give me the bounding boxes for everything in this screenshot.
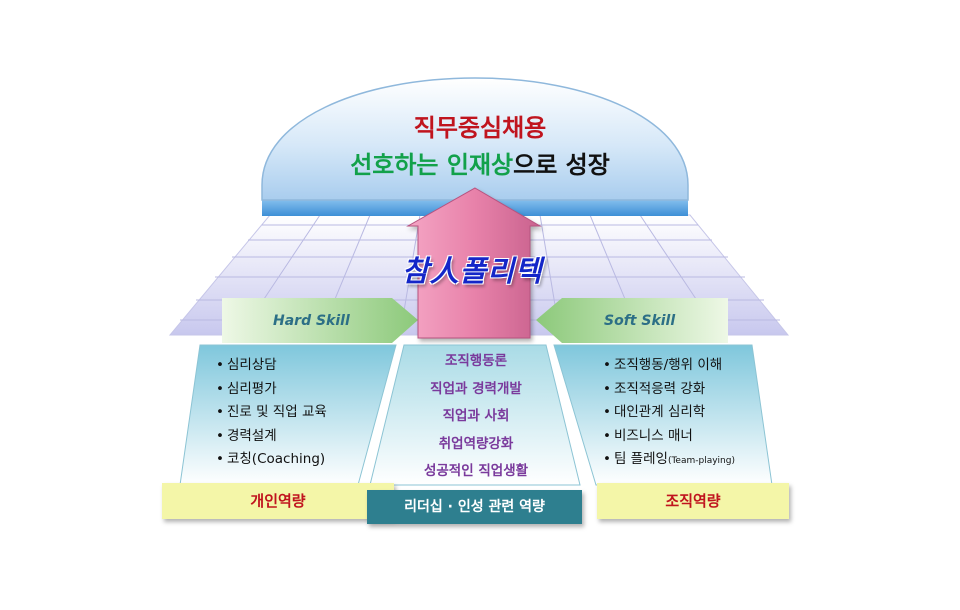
right-label: 조직역량	[665, 492, 721, 510]
list-item: •조직행동/행위 이해	[603, 354, 735, 378]
center-label: 리더십 · 인성 관련 역량	[404, 499, 545, 515]
list-item: •팀 플레잉(Team-playing)	[603, 448, 735, 472]
center-label-box	[367, 490, 582, 524]
list-item: 취업역량강화	[438, 435, 514, 452]
bullet: •	[216, 427, 224, 444]
bullet: •	[603, 404, 611, 420]
list-item: •조직적응력 강화	[603, 378, 735, 402]
bullet: •	[603, 427, 611, 444]
bullet: •	[216, 357, 224, 373]
list-item: 성공적인 직업생활	[423, 463, 529, 479]
list-item: 직업과 경력개발	[430, 380, 522, 397]
list-item: •심리상담	[216, 354, 327, 378]
list-item-text: 심리상담	[226, 357, 277, 373]
dome-title-green-1: 선호하는	[350, 151, 439, 179]
bullet: •	[603, 451, 611, 467]
bullet: •	[216, 404, 224, 420]
hard-skill-label: Hard Skill	[273, 313, 350, 329]
growth-up-arrow	[406, 187, 542, 339]
center-skill-list: 조직행동론 직업과 경력개발 직업과 사회 취업역량강화 성공적인 직업생활	[398, 348, 554, 486]
list-item: •심리평가	[216, 378, 327, 402]
list-item-small-text: (Team-playing)	[667, 456, 735, 466]
list-item-text: 대인관계 심리학	[613, 404, 706, 420]
list-item-text: 경력설계	[226, 427, 277, 444]
right-skill-list: •조직행동/행위 이해 •조직적응력 강화 •대인관계 심리학 •비즈니스 매너…	[603, 354, 735, 472]
left-label: 개인역량	[250, 492, 306, 510]
bullet: •	[216, 451, 224, 467]
dome-title-black: 으로 성장	[513, 151, 610, 179]
list-item-text: 비즈니스 매너	[613, 427, 693, 444]
hard-skill-arrow	[222, 298, 418, 343]
dome-title-line1: 직무중심채용	[413, 114, 547, 142]
left-skill-list: •심리상담 •심리평가 •진로 및 직업 교육 •경력설계 •코칭(Coachi…	[216, 354, 327, 472]
center-panel	[369, 344, 581, 486]
bullet: •	[216, 380, 224, 397]
list-item: 직업과 사회	[442, 408, 510, 424]
list-item-text: 진로 및 직업 교육	[226, 404, 327, 420]
list-item-text: 조직적응력 강화	[613, 380, 706, 397]
bullet: •	[603, 357, 611, 373]
soft-skill-arrow	[536, 298, 728, 343]
list-item-text: 팀 플레잉	[613, 451, 668, 467]
dome-title-line2: 선호하는 인재상으로 성장	[0, 145, 960, 180]
list-item-text: 코칭(Coaching)	[226, 451, 326, 467]
dome-title-green-2: 인재상	[446, 151, 514, 179]
list-item: 조직행동론	[444, 353, 508, 369]
list-item: •진로 및 직업 교육	[216, 401, 327, 425]
left-label-box	[162, 483, 394, 519]
list-item-text: 심리평가	[226, 380, 277, 397]
bullet: •	[603, 380, 611, 397]
list-item: •대인관계 심리학	[603, 401, 735, 425]
list-item-text: 조직행동/행위 이해	[613, 357, 723, 373]
right-label-box	[597, 483, 789, 519]
list-item: •비즈니스 매너	[603, 425, 735, 449]
list-item: •경력설계	[216, 425, 327, 449]
list-item: •코칭(Coaching)	[216, 448, 327, 472]
soft-skill-label: Soft Skill	[604, 313, 676, 329]
brand-title: 참人폴리텍	[402, 254, 543, 288]
